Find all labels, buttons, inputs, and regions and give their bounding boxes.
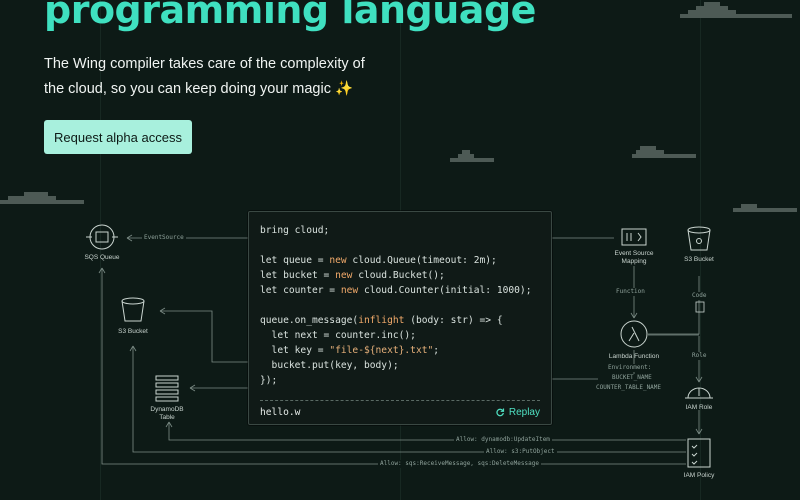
- node-label-s3-bucket: S3 Bucket: [118, 328, 148, 335]
- code-line: let bucket = new cloud.Bucket();: [260, 270, 445, 281]
- edge-label-environment: Environment:: [606, 364, 654, 372]
- node-label-dynamodb: DynamoDB Table: [150, 406, 184, 421]
- node-label-event-source-mapping: Event Source Mapping: [614, 250, 654, 265]
- node-label-lambda: Lambda Function: [608, 353, 660, 360]
- database-icon: [155, 375, 179, 402]
- hard-hat-icon: [685, 387, 713, 399]
- code-divider: [260, 400, 540, 401]
- code-line: bucket.put(key, body);: [271, 360, 399, 371]
- edge-label-code: Code: [690, 292, 709, 300]
- event-source-mapping-icon: [621, 228, 647, 246]
- code-line: let queue = new cloud.Queue(timeout: 2m)…: [260, 255, 497, 266]
- edge-label-function: Function: [614, 288, 647, 296]
- code-line: bring cloud;: [260, 225, 330, 236]
- node-label-s3-bucket-right: S3 Bucket: [684, 256, 714, 263]
- bucket-icon: [687, 226, 711, 251]
- edge-label-allow-sqs: Allow: sqs:ReceiveMessage, sqs:DeleteMes…: [378, 460, 541, 468]
- file-icon: [695, 301, 705, 313]
- code-editor: bring cloud; let queue = new cloud.Queue…: [248, 211, 552, 425]
- node-label-iam-role: IAM Role: [685, 404, 713, 411]
- request-alpha-access-button[interactable]: Request alpha access: [44, 120, 192, 154]
- pixel-cloud: [0, 192, 84, 204]
- grid-line: [100, 0, 101, 500]
- page-title: programming language: [44, 0, 536, 32]
- edge-label-event-source: EventSource: [142, 234, 186, 242]
- hero-subtitle: The Wing compiler takes care of the comp…: [44, 56, 365, 97]
- replay-icon: [496, 408, 504, 417]
- replay-label: Replay: [508, 406, 540, 418]
- edge-label-env-counter: COUNTER_TABLE_NAME: [594, 384, 664, 392]
- pixel-cloud: [680, 2, 792, 18]
- pixel-cloud: [450, 150, 494, 162]
- code-footer: hello.w Replay: [260, 403, 540, 421]
- edge-label-env-bucket: BUCKET_NAME: [610, 374, 654, 382]
- pixel-cloud: [632, 146, 696, 158]
- policy-document-icon: [687, 438, 711, 468]
- code-block: bring cloud; let queue = new cloud.Queue…: [260, 223, 531, 388]
- edge-label-role: Role: [690, 352, 709, 360]
- code-line: });: [260, 375, 278, 386]
- lambda-icon: [620, 320, 648, 348]
- edge-label-allow-s3: Allow: s3:PutObject: [484, 448, 557, 456]
- code-line: let counter = new cloud.Counter(initial:…: [260, 285, 532, 296]
- bucket-icon: [121, 297, 145, 322]
- code-line: let next = counter.inc();: [271, 330, 416, 341]
- sqs-queue-icon: [86, 224, 118, 250]
- edge-label-allow-dynamodb: Allow: dynamodb:UpdateItem: [454, 436, 552, 444]
- node-label-iam-policy: IAM Policy: [683, 472, 715, 479]
- code-filename: hello.w: [260, 406, 301, 418]
- replay-button[interactable]: Replay: [495, 407, 540, 418]
- code-line: queue.on_message(inflight (body: str) =>…: [260, 315, 503, 326]
- code-line: let key = "file-${next}.txt";: [260, 345, 440, 356]
- node-label-sqs-queue: SQS Queue: [84, 254, 120, 261]
- pixel-cloud: [733, 204, 797, 212]
